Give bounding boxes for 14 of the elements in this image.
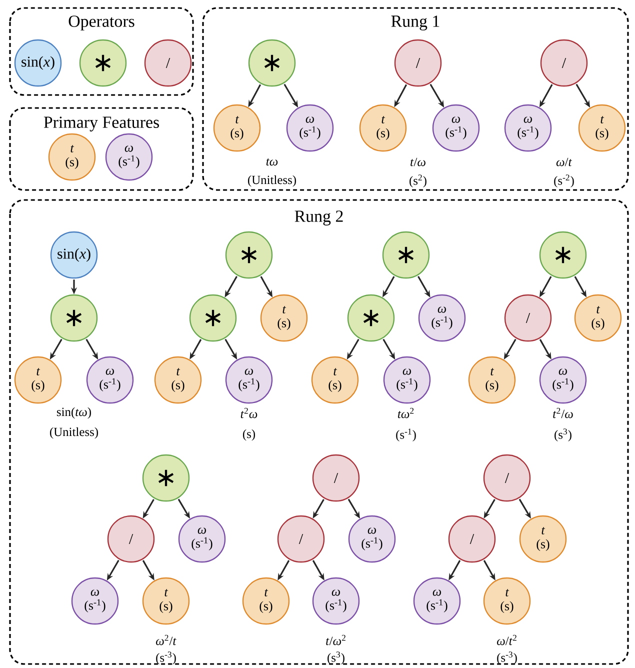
expression-label: (s$^{-3}$) xyxy=(497,652,517,664)
expression-label: ω/t xyxy=(556,158,572,166)
expression-label: (Unitless) xyxy=(248,175,296,187)
expression-label: t/ω xyxy=(410,158,426,166)
expression-label: (s$^{-3}$) xyxy=(156,652,176,664)
expression-label: (Unitless) xyxy=(50,427,98,439)
expression-label: (s$^{3}$) xyxy=(328,652,344,664)
expression-label: (s$^{-1}$) xyxy=(396,428,416,442)
expression-label: tω xyxy=(266,158,278,166)
expression-label: (s$^{2}$) xyxy=(410,174,426,188)
expression-label: sin(tω) xyxy=(56,407,91,419)
expression-label: (s$^{3}$) xyxy=(554,428,572,442)
expression-label: (s$^{-2}$) xyxy=(554,174,574,188)
expression-label: (s) xyxy=(242,429,256,441)
